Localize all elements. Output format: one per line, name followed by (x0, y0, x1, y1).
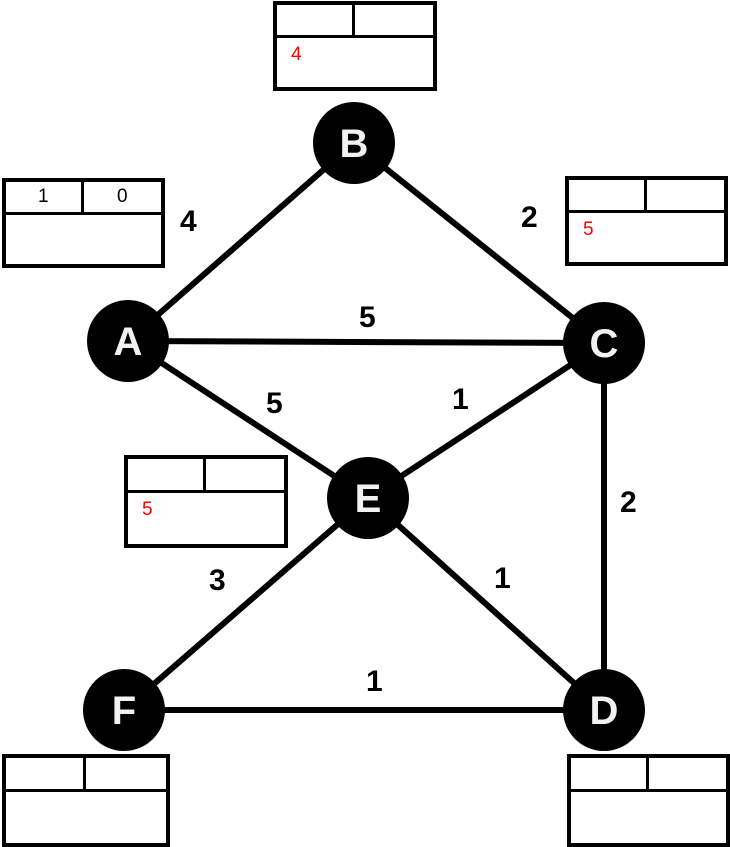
note-cell-left (571, 758, 649, 789)
edge-weight-a-e: 5 (266, 387, 283, 420)
graph-node-f[interactable]: F (83, 669, 165, 751)
note-table-f (2, 754, 170, 847)
node-label-f: F (112, 689, 136, 733)
note-cell-right (86, 758, 166, 789)
note-value: 5 (583, 218, 594, 240)
edge-weight-a-c: 5 (359, 301, 376, 334)
node-label-c: C (590, 322, 619, 366)
node-label-d: D (590, 689, 619, 733)
edge-a-b (126, 140, 356, 344)
note-row-bottom: 5 (569, 213, 724, 262)
edge-c-e (366, 340, 606, 501)
note-cell-right: 0 (116, 185, 128, 207)
edge-weight-b-c: 2 (521, 201, 538, 234)
node-circle-f[interactable] (83, 669, 165, 751)
nodes-layer: A B C D E F (83, 102, 645, 751)
note-cell-value: 5 (128, 493, 284, 544)
node-label-a: A (114, 320, 143, 364)
note-cell-right (647, 180, 725, 210)
edge-e-d (365, 495, 607, 713)
note-row-bottom: 5 (128, 493, 284, 544)
note-cell-value (571, 792, 726, 843)
edge-weight-c-d: 2 (620, 486, 637, 519)
edge-weight-f-d: 1 (366, 665, 383, 698)
note-table-c: 5 (565, 176, 728, 266)
edge-a-c (127, 338, 605, 346)
note-row-top (128, 459, 284, 493)
node-circle-c[interactable] (563, 302, 645, 384)
note-value: 4 (291, 43, 302, 65)
note-cell-left: 1 (6, 182, 84, 212)
node-circle-e[interactable] (327, 457, 409, 539)
node-circle-b[interactable] (313, 102, 395, 184)
node-circle-d[interactable] (563, 669, 645, 751)
note-row-top (6, 758, 166, 792)
graph-node-e[interactable]: E (327, 457, 409, 539)
graph-node-a[interactable]: A (87, 300, 169, 382)
note-row-top (569, 180, 724, 213)
note-cell-left (277, 5, 355, 35)
note-cell-value: 4 (277, 38, 433, 87)
note-row-bottom (6, 792, 166, 843)
graph-node-c[interactable]: C (563, 302, 645, 384)
note-cell-value (6, 215, 161, 264)
note-table-b: 4 (273, 1, 437, 91)
note-table-d (567, 754, 730, 847)
note-value: 5 (142, 499, 153, 520)
note-table-e: 5 (124, 455, 288, 548)
note-cell-left (6, 758, 86, 789)
edge-weight-c-e: 1 (452, 383, 469, 416)
note-cell-left (128, 459, 206, 490)
edge-e-f (122, 495, 370, 713)
note-cell-value (6, 792, 166, 843)
note-row-bottom: 4 (277, 38, 433, 87)
node-label-b: B (340, 122, 369, 166)
note-cell-left (569, 180, 647, 210)
edge-weight-e-d: 1 (494, 562, 511, 595)
note-row-top (571, 758, 726, 792)
edge-weight-a-b: 4 (180, 205, 197, 238)
note-row-bottom (6, 215, 161, 264)
edge-weight-e-f: 3 (209, 564, 226, 597)
note-cell-right (355, 5, 433, 35)
note-row-bottom (571, 792, 726, 843)
graph-node-b[interactable]: B (313, 102, 395, 184)
graph-node-d[interactable]: D (563, 669, 645, 751)
node-circle-a[interactable] (87, 300, 169, 382)
edge-a-e (126, 338, 370, 501)
note-cell-right (649, 758, 727, 789)
edge-b-c (352, 140, 606, 346)
note-cell-right (206, 459, 284, 490)
node-label-e: E (355, 477, 382, 521)
edges-layer (122, 140, 607, 713)
note-cell-value: 5 (569, 213, 724, 262)
note-row-top (277, 5, 433, 38)
